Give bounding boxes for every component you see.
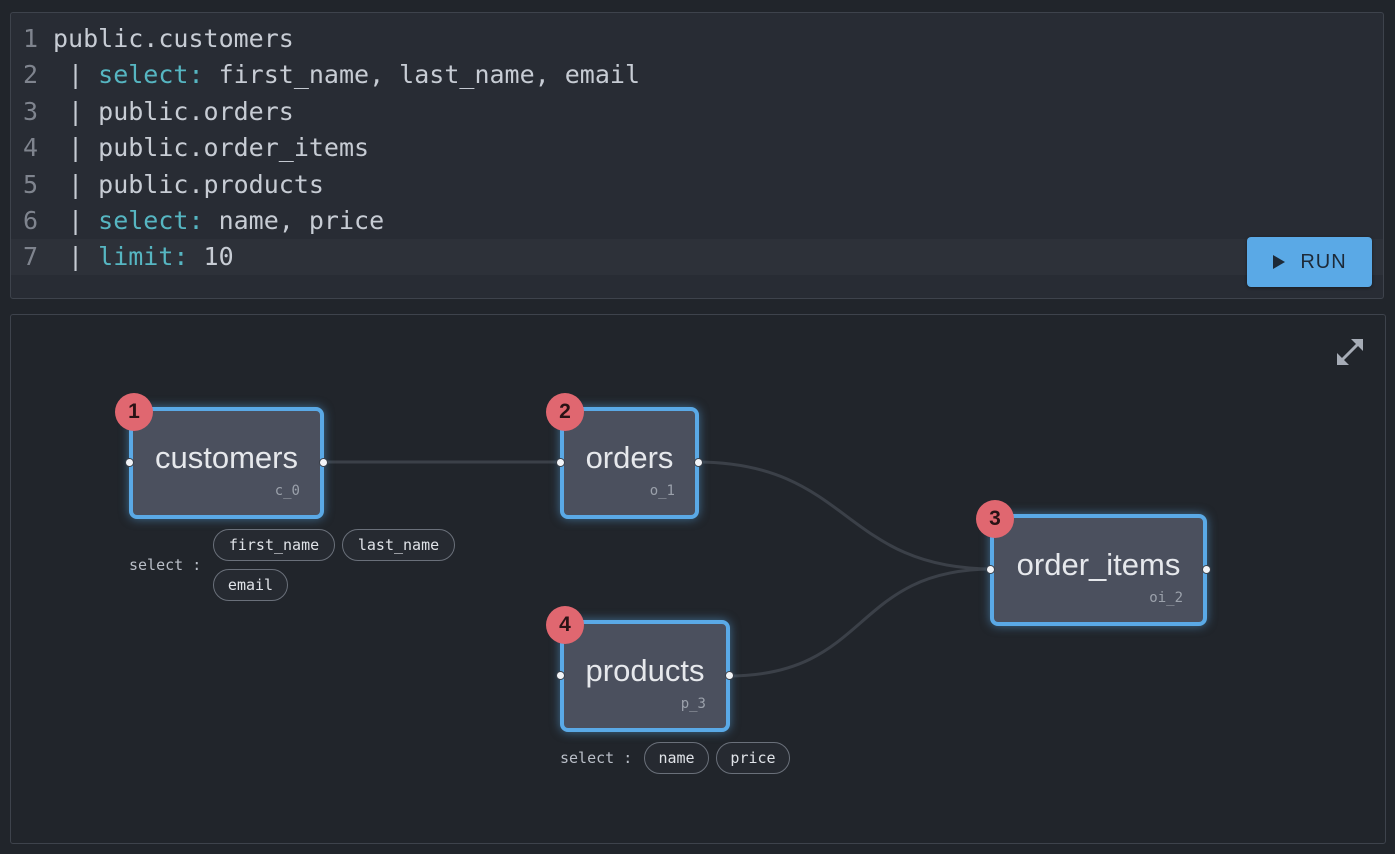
code-token: public.customers (53, 24, 294, 53)
code-text: | limit: 10 (53, 239, 234, 275)
query-editor[interactable]: 1 public.customers 2 | select: first_name,… (10, 12, 1384, 299)
column-chip-price[interactable]: price (716, 742, 790, 774)
node-alias: c_0 (274, 483, 300, 499)
node-badge: 3 (976, 500, 1014, 538)
node-title: products (585, 653, 705, 688)
code-text: | public.order_items (53, 130, 369, 166)
code-token: 10 (188, 242, 234, 272)
line-number: 7 (23, 242, 39, 272)
node-badge: 1 (115, 393, 153, 431)
node-title: orders (585, 440, 674, 475)
node-title: customers (155, 440, 298, 475)
code-line[interactable]: 3 | public.orders (11, 94, 1383, 130)
code-token: | (53, 242, 99, 272)
line-number: 1 (23, 24, 39, 53)
code-line[interactable]: 6 | select: name, price (11, 203, 1383, 239)
output-port[interactable] (694, 458, 703, 467)
input-port[interactable] (556, 671, 565, 680)
code-line[interactable]: 2 | select: first_name, last_name, email (11, 57, 1383, 93)
column-chip-email[interactable]: email (213, 569, 288, 601)
line-number: 2 (23, 60, 39, 90)
column-chip-name[interactable]: name (644, 742, 709, 774)
code-token: | public.products (53, 169, 324, 199)
output-port[interactable] (1202, 565, 1211, 574)
graph-edges (321, 460, 994, 678)
code-token: | public.orders (53, 96, 294, 126)
play-icon (1273, 255, 1286, 269)
output-port[interactable] (319, 458, 328, 467)
code-text: | public.products (53, 167, 324, 203)
code-text: | public.orders (53, 94, 294, 130)
code-line[interactable]: 5 | public.products (11, 167, 1383, 203)
code-text: | select: name, price (53, 203, 384, 239)
code-line[interactable]: 1 public.customers (11, 21, 1383, 57)
line-number: 5 (23, 169, 39, 199)
column-chip-first-name[interactable]: first_name (213, 529, 335, 561)
edge-products-order-items (727, 567, 994, 678)
query-graph-canvas[interactable]: 1 customers c_0 2 orders o_1 3 order_ite… (10, 314, 1386, 844)
run-button[interactable]: RUN (1247, 237, 1372, 287)
node-badge: 4 (546, 606, 584, 644)
node-alias: p_3 (680, 696, 706, 712)
column-chip-last-name[interactable]: last_name (342, 529, 455, 561)
code-token: | (53, 206, 99, 235)
output-port[interactable] (725, 671, 734, 680)
code-token: | public.order_items (53, 133, 370, 163)
run-button-label: RUN (1300, 250, 1347, 273)
code-token: first_name, last_name, email (203, 60, 641, 90)
input-port[interactable] (986, 565, 995, 574)
code-line[interactable]: 4 | public.order_items (11, 130, 1383, 166)
edge-orders-order-items (695, 460, 994, 571)
code-keyword: limit: (98, 242, 189, 272)
code-text: | select: first_name, last_name, email (53, 57, 640, 93)
code-keyword: select: (98, 206, 204, 235)
line-number: 4 (23, 133, 39, 163)
node-customers[interactable]: 1 customers c_0 (115, 393, 328, 519)
node-alias: o_1 (649, 483, 675, 499)
node-badge: 2 (546, 393, 584, 431)
code-token: name, price (203, 206, 385, 235)
line-number: 3 (23, 96, 39, 126)
node-title: order_items (1016, 547, 1181, 582)
node-order-items[interactable]: 3 order_items oi_2 (976, 500, 1211, 626)
products-select-label: select : (560, 749, 633, 767)
customers-select-label: select : (129, 556, 202, 574)
input-port[interactable] (556, 458, 565, 467)
node-orders[interactable]: 2 orders o_1 (546, 393, 703, 519)
expand-icon[interactable] (1333, 335, 1367, 369)
line-number: 6 (23, 206, 39, 235)
node-alias: oi_2 (1149, 590, 1183, 606)
input-port[interactable] (125, 458, 134, 467)
code-text: public.customers (53, 21, 294, 57)
node-products[interactable]: 4 products p_3 (546, 606, 734, 732)
code-token: | (53, 60, 99, 90)
code-keyword: select: (98, 60, 204, 90)
code-line[interactable]: 7 | limit: 10 (11, 239, 1383, 276)
